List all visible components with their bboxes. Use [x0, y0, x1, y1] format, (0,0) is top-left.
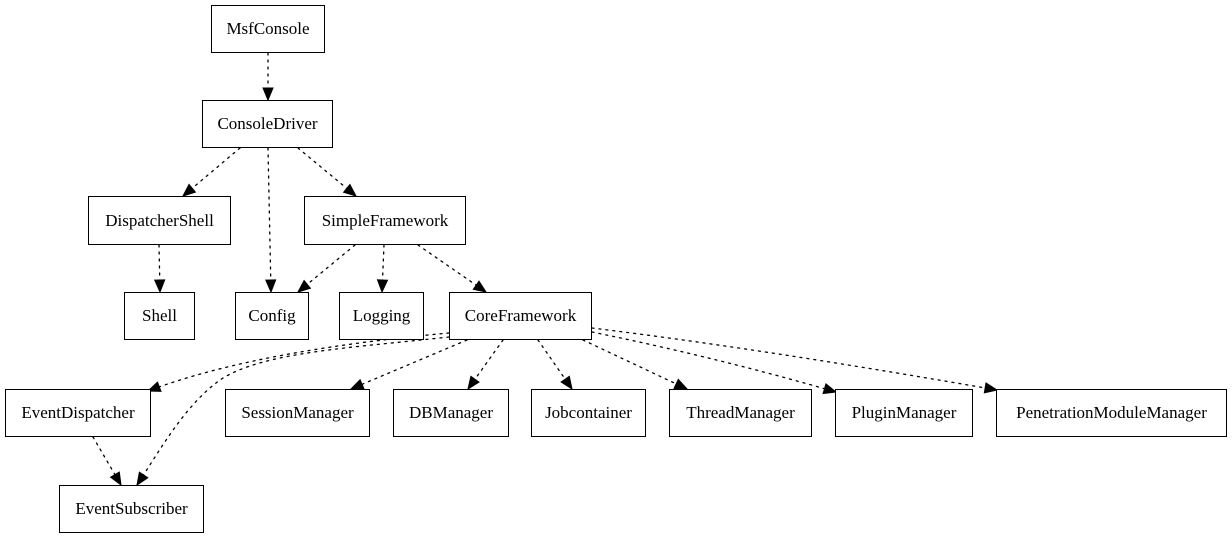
arrowhead	[146, 381, 162, 392]
node-label: SimpleFramework	[321, 210, 449, 230]
node-config: Config	[235, 292, 309, 340]
edge-line	[92, 436, 122, 486]
node-sessionmanager: SessionManager	[225, 389, 370, 437]
arrowhead	[467, 375, 480, 391]
edge-line	[591, 327, 998, 391]
arrowhead	[342, 183, 358, 197]
node-pluginmanager: PluginManager	[835, 389, 973, 437]
edge-simpleframework-to-config	[296, 244, 356, 293]
arrowhead	[673, 378, 689, 390]
node-eventdispatcher: EventDispatcher	[5, 389, 151, 437]
edge-line	[136, 336, 450, 486]
node-penetrationmodulemanager: PenetrationModuleManager	[996, 389, 1227, 437]
arrowhead	[376, 279, 389, 294]
edge-line	[182, 147, 241, 197]
node-msfconsole: MsfConsole	[211, 5, 325, 53]
edge-line	[158, 244, 161, 293]
edge-line	[582, 339, 688, 390]
node-eventsubscriber: EventSubscriber	[59, 485, 204, 533]
edge-simpleframework-to-coreframework	[417, 244, 488, 293]
edge-line	[297, 147, 357, 197]
node-label: EventDispatcher	[21, 403, 135, 422]
arrowhead	[472, 280, 488, 293]
node-coreframework: CoreFramework	[449, 292, 592, 340]
arrowhead	[262, 87, 274, 102]
node-label: SessionManager	[241, 403, 354, 422]
edge-coreframework-to-eventsubscriber	[136, 336, 450, 487]
edge-coreframework-to-penetrationmodulemanager	[591, 327, 999, 394]
node-label: CoreFramework	[464, 306, 577, 325]
edge-line	[417, 244, 487, 293]
arrowhead	[109, 471, 122, 487]
node-label: MsfConsole	[226, 19, 310, 38]
node-dbmanager: DBManager	[393, 389, 509, 437]
edge-consoledriver-to-simpleframework	[297, 147, 358, 197]
edge-consoledriver-to-dispatchershell	[182, 147, 241, 197]
edge-line	[381, 244, 385, 293]
node-label: Config	[248, 306, 296, 325]
edge-line	[147, 332, 450, 392]
arrowhead	[182, 183, 197, 197]
edge-coreframework-to-pluginmanager	[591, 331, 838, 395]
arrowhead	[153, 279, 166, 294]
edge-simpleframework-to-logging	[376, 244, 389, 294]
node-label: Jobcontainer	[545, 403, 632, 422]
arrowhead	[822, 383, 838, 395]
edge-coreframework-to-jobcontainer	[537, 339, 573, 391]
edge-dispatchershell-to-shell	[153, 244, 166, 294]
edge-coreframework-to-dbmanager	[467, 339, 504, 391]
node-consoledriver: ConsoleDriver	[202, 100, 333, 148]
node-simpleframework: SimpleFramework	[304, 196, 466, 245]
arrowhead	[560, 375, 573, 391]
edge-coreframework-to-eventdispatcher	[146, 332, 450, 392]
arrowhead	[349, 378, 365, 390]
edge-line	[350, 339, 468, 390]
node-logging: Logging	[339, 292, 424, 340]
node-shell: Shell	[124, 292, 195, 340]
node-dispatchershell: DispatcherShell	[88, 196, 231, 245]
node-label: EventSubscriber	[75, 499, 188, 518]
node-label: PluginManager	[851, 403, 957, 422]
arrowhead	[296, 279, 312, 293]
edge-msfconsole-to-consoledriver	[262, 52, 274, 102]
node-label: Logging	[352, 306, 411, 325]
node-threadmanager: ThreadManager	[669, 389, 812, 437]
node-label: ThreadManager	[686, 403, 795, 422]
edge-eventdispatcher-to-eventsubscriber	[92, 436, 122, 487]
edge-coreframework-to-sessionmanager	[349, 339, 468, 390]
node-jobcontainer: Jobcontainer	[531, 389, 646, 437]
node-label: Shell	[142, 306, 177, 325]
arrowhead	[983, 382, 999, 394]
node-label: ConsoleDriver	[217, 114, 318, 133]
edge-consoledriver-to-config	[265, 147, 277, 294]
edge-coreframework-to-threadmanager	[582, 339, 689, 390]
node-label: DBManager	[408, 403, 494, 422]
edge-line	[297, 244, 356, 293]
node-label: DispatcherShell	[105, 210, 214, 230]
edge-line	[267, 147, 272, 293]
node-label: PenetrationModuleManager	[1016, 403, 1207, 422]
arrowhead	[136, 471, 149, 487]
arrowhead	[265, 279, 277, 294]
